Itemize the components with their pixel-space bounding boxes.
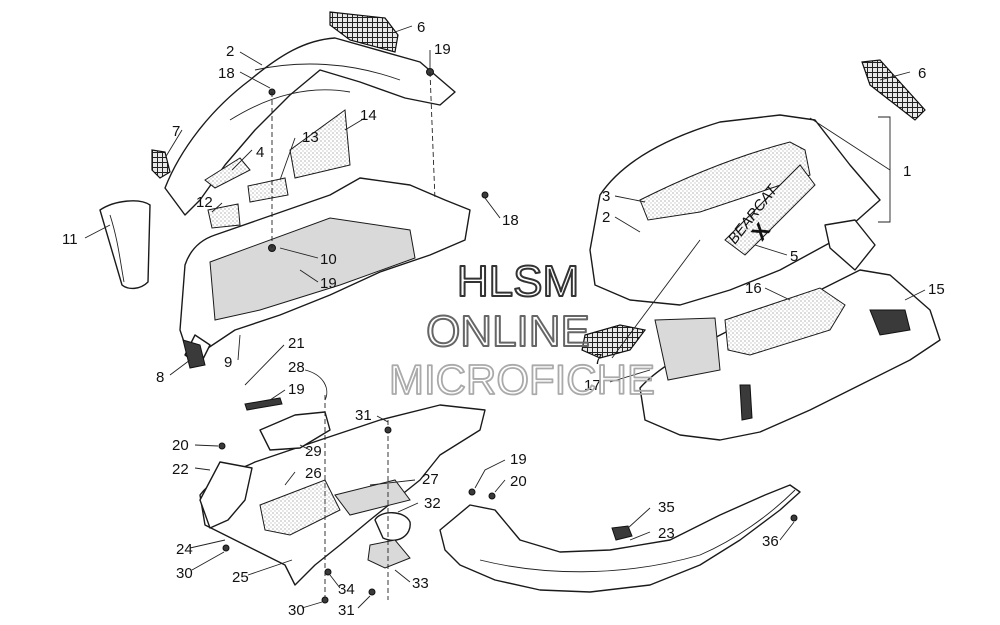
callout-15: 15 bbox=[928, 281, 945, 298]
part-7-vent-mesh-right bbox=[581, 324, 647, 359]
callout-28: 28 bbox=[288, 359, 305, 376]
callout-35: 35 bbox=[658, 499, 675, 516]
part-2-side-panel bbox=[589, 114, 881, 306]
watermark-line-3: MICROFICHE bbox=[389, 356, 655, 403]
callout-10: 10 bbox=[320, 251, 337, 268]
callout-9: 9 bbox=[224, 354, 232, 371]
callout-6-top: 6 bbox=[417, 19, 425, 36]
watermark: HLSM ONLINE MICROFICHE bbox=[388, 256, 656, 404]
callout-19-top: 19 bbox=[434, 41, 451, 58]
part-13-decal bbox=[247, 177, 289, 203]
callout-30-left: 30 bbox=[176, 565, 193, 582]
part-14-decal bbox=[289, 109, 351, 179]
fastener-31b bbox=[368, 588, 376, 596]
part-21-spring bbox=[244, 397, 283, 411]
callout-17: 17 bbox=[584, 377, 601, 394]
callout-27: 27 bbox=[422, 471, 439, 488]
callout-26: 26 bbox=[305, 465, 322, 482]
callout-2-upper-rail: 2 bbox=[226, 43, 234, 60]
callout-16: 16 bbox=[745, 280, 762, 297]
part-4-decal bbox=[204, 157, 251, 189]
hood-assembly bbox=[99, 11, 489, 369]
callout-18-right: 18 bbox=[502, 212, 519, 229]
part-26-panel bbox=[259, 479, 341, 536]
part-2-upper-rail bbox=[164, 37, 456, 216]
callout-33: 33 bbox=[412, 575, 429, 592]
callout-23: 23 bbox=[658, 525, 675, 542]
part-27-plate bbox=[334, 479, 411, 516]
callout-labels: 6 2 19 18 6 14 7 13 4 1 3 12 18 2 11 10 … bbox=[62, 19, 945, 619]
part-33-gasket bbox=[367, 539, 411, 569]
callout-25: 25 bbox=[232, 569, 249, 586]
callout-22: 22 bbox=[172, 461, 189, 478]
part-23-skid-plate bbox=[439, 484, 801, 593]
callout-5: 5 bbox=[790, 248, 798, 265]
belly-pan-assembly bbox=[199, 395, 486, 604]
callout-14: 14 bbox=[360, 107, 377, 124]
callout-24: 24 bbox=[176, 541, 193, 558]
part-22-side bbox=[199, 461, 253, 529]
part-9-windshield-opening bbox=[209, 217, 416, 321]
callout-20-left: 20 bbox=[172, 437, 189, 454]
callout-19-mid: 19 bbox=[288, 381, 305, 398]
skid-plate-assembly bbox=[439, 484, 801, 593]
fastener-30b bbox=[321, 596, 329, 604]
callout-8: 8 bbox=[156, 369, 164, 386]
fastener-18b bbox=[481, 191, 489, 199]
part-16-decal bbox=[724, 287, 846, 356]
callout-13: 13 bbox=[302, 129, 319, 146]
part-32-hole bbox=[374, 512, 411, 541]
callout-6-right: 6 bbox=[918, 65, 926, 82]
side-panel-assembly: BEARCAT X bbox=[581, 59, 941, 441]
watermark-line-1: HLSM bbox=[457, 257, 579, 306]
leader-lines bbox=[84, 25, 926, 609]
callout-32: 32 bbox=[424, 495, 441, 512]
callout-7-left: 7 bbox=[172, 123, 180, 140]
callout-11: 11 bbox=[62, 231, 78, 248]
group-bracket-1 bbox=[878, 116, 891, 223]
fastener-20b bbox=[488, 492, 496, 500]
fastener-34 bbox=[324, 568, 332, 576]
callout-31-bottom: 31 bbox=[338, 602, 355, 619]
part-11-clear-tube bbox=[99, 200, 151, 290]
callout-31-top: 31 bbox=[355, 407, 372, 424]
callout-1: 1 bbox=[903, 163, 911, 180]
callout-20-skid: 20 bbox=[510, 473, 527, 490]
part-12-decal bbox=[207, 203, 241, 229]
callout-18-top: 18 bbox=[218, 65, 235, 82]
fastener-20a bbox=[218, 442, 226, 450]
callout-7-right: 7 bbox=[594, 351, 602, 368]
callout-29: 29 bbox=[305, 443, 322, 460]
callout-19-hood: 19 bbox=[320, 275, 337, 292]
callout-2-side-panel: 2 bbox=[602, 209, 610, 226]
part-35-clip bbox=[611, 525, 633, 541]
fastener-30a bbox=[222, 544, 230, 552]
watermark-line-2: ONLINE bbox=[426, 307, 590, 356]
callout-36: 36 bbox=[762, 533, 779, 550]
callout-3: 3 bbox=[602, 188, 610, 205]
part-17-decal bbox=[654, 317, 721, 381]
part-6-vent-mesh-top bbox=[329, 11, 399, 53]
part-6-vent-mesh-right bbox=[861, 59, 926, 121]
callout-34: 34 bbox=[338, 581, 355, 598]
fastener-36 bbox=[790, 514, 798, 522]
part-29-bracket bbox=[259, 411, 331, 451]
callout-21: 21 bbox=[288, 335, 305, 352]
fastener-31a bbox=[384, 426, 392, 434]
callout-30-bottom: 30 bbox=[288, 602, 305, 619]
fastener-19d bbox=[468, 488, 476, 496]
callout-4: 4 bbox=[256, 144, 264, 161]
callout-19-skid: 19 bbox=[510, 451, 527, 468]
callout-12: 12 bbox=[196, 194, 213, 211]
